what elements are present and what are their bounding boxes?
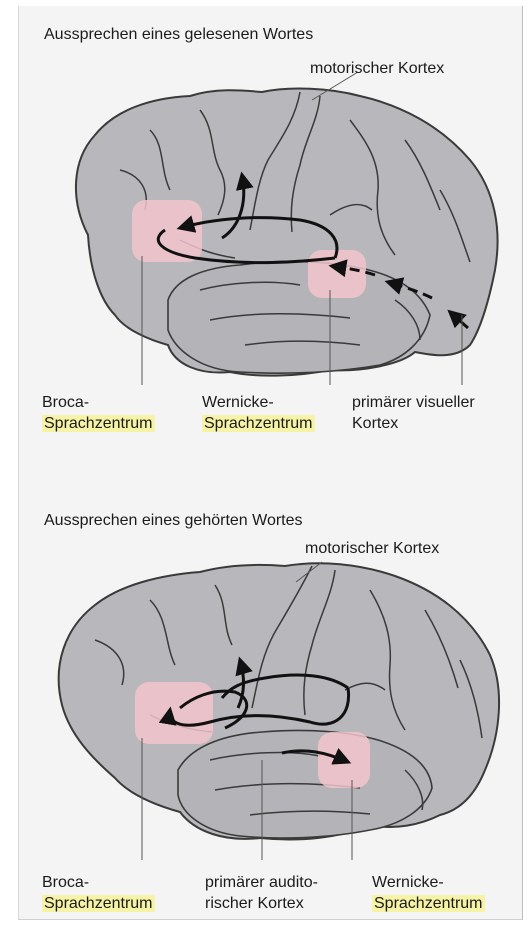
wernicke-label: Wernicke- Sprachzentrum xyxy=(202,392,315,434)
temporal-lobe xyxy=(168,261,430,373)
wernicke-region xyxy=(308,250,366,298)
broca-label-line2: Sprachzentrum xyxy=(42,415,155,432)
panel-title: Aussprechen eines gehörten Wortes xyxy=(44,510,303,531)
brain-diagram-read xyxy=(0,0,530,460)
broca-region xyxy=(132,200,202,262)
motor-cortex-label: motorischer Kortex xyxy=(305,538,439,559)
wernicke-label-line2: Sprachzentrum xyxy=(202,415,315,432)
panel-read-word: Aussprechen eines gelesenen Wortes motor… xyxy=(0,0,530,460)
wernicke-label-line1: Wernicke- xyxy=(372,872,485,893)
broca-label-line1: Broca- xyxy=(42,872,155,893)
visual-cortex-label-line2: Kortex xyxy=(352,413,475,434)
wernicke-label-line1: Wernicke- xyxy=(202,392,315,413)
auditory-cortex-label-line2: rischer Kortex xyxy=(205,893,318,914)
broca-label: Broca- Sprachzentrum xyxy=(42,872,155,914)
motor-cortex-label: motorischer Kortex xyxy=(310,58,444,79)
visual-cortex-label-line1: primärer visueller xyxy=(352,392,475,413)
panel-heard-word: Aussprechen eines gehörten Wortes motori… xyxy=(0,460,530,925)
broca-label: Broca- Sprachzentrum xyxy=(42,392,155,434)
auditory-cortex-label: primärer audito- rischer Kortex xyxy=(205,872,318,914)
auditory-cortex-label-line1: primärer audito- xyxy=(205,872,318,893)
wernicke-label: Wernicke- Sprachzentrum xyxy=(372,872,485,914)
broca-label-line1: Broca- xyxy=(42,392,155,413)
visual-cortex-label: primärer visueller Kortex xyxy=(352,392,475,434)
broca-label-line2: Sprachzentrum xyxy=(42,895,155,912)
broca-region xyxy=(135,682,213,744)
panel-title: Aussprechen eines gelesenen Wortes xyxy=(44,24,313,45)
wernicke-label-line2: Sprachzentrum xyxy=(372,895,485,912)
